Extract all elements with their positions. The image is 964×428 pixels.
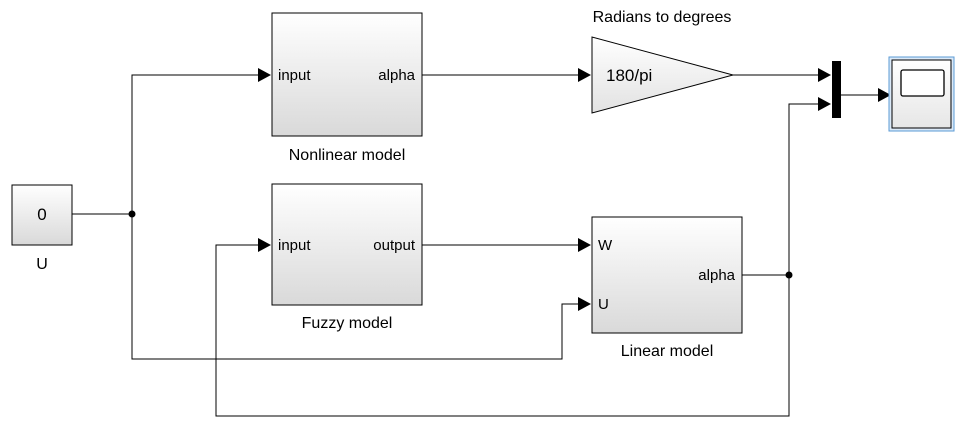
constant-block-name: U bbox=[36, 256, 48, 273]
mux-block[interactable] bbox=[832, 61, 841, 118]
nonlinear-input-port-label: input bbox=[278, 67, 311, 84]
gain-triangle[interactable] bbox=[591, 36, 735, 114]
constant-value: 0 bbox=[37, 205, 46, 224]
arrow-nonlinear-input bbox=[258, 68, 271, 82]
wire-feedback-to-fuzzy bbox=[215, 244, 790, 417]
gain-block[interactable]: 180/pi bbox=[591, 36, 735, 114]
linear-input-u-label: U bbox=[598, 296, 609, 313]
linear-model-body[interactable] bbox=[591, 216, 743, 334]
junction-dot-linear-out bbox=[785, 271, 793, 279]
arrowheads bbox=[258, 68, 891, 311]
arrow-gain-input bbox=[578, 68, 591, 82]
linear-model-block[interactable]: W U alpha bbox=[591, 216, 743, 334]
fuzzy-output-port-label: output bbox=[373, 237, 416, 254]
gain-block-name: Radians to degrees bbox=[593, 9, 732, 26]
nonlinear-model-block[interactable]: input alpha bbox=[271, 12, 423, 137]
linear-output-port-label: alpha bbox=[698, 267, 735, 284]
constant-block[interactable]: 0 bbox=[11, 184, 73, 246]
fuzzy-model-body[interactable] bbox=[271, 183, 423, 306]
arrow-linear-u bbox=[578, 297, 591, 311]
fuzzy-input-port-label: input bbox=[278, 237, 311, 254]
gain-value: 180/pi bbox=[606, 66, 652, 85]
arrow-mux-input-2 bbox=[818, 97, 831, 111]
nonlinear-model-body[interactable] bbox=[271, 12, 423, 137]
signal-lines bbox=[72, 74, 878, 417]
fuzzy-model-block[interactable]: input output bbox=[271, 183, 423, 306]
arrow-scope-input bbox=[878, 88, 891, 102]
constant-block-body[interactable] bbox=[11, 184, 73, 246]
linear-input-w-label: W bbox=[598, 237, 613, 254]
fuzzy-model-name: Fuzzy model bbox=[302, 315, 393, 332]
arrow-mux-input-1 bbox=[818, 68, 831, 82]
linear-model-name: Linear model bbox=[621, 343, 714, 360]
nonlinear-model-name: Nonlinear model bbox=[289, 147, 406, 164]
nonlinear-output-port-label: alpha bbox=[378, 67, 415, 84]
arrow-linear-w bbox=[578, 238, 591, 252]
arrow-fuzzy-input bbox=[258, 238, 271, 252]
scope-block[interactable] bbox=[888, 56, 955, 132]
junction-dot-constant bbox=[128, 210, 136, 218]
wire-to-mux-input-2 bbox=[788, 103, 818, 275]
wire-to-linear-u bbox=[131, 214, 580, 360]
wire-to-nonlinear-input bbox=[131, 74, 258, 214]
scope-screen-icon bbox=[900, 69, 945, 97]
